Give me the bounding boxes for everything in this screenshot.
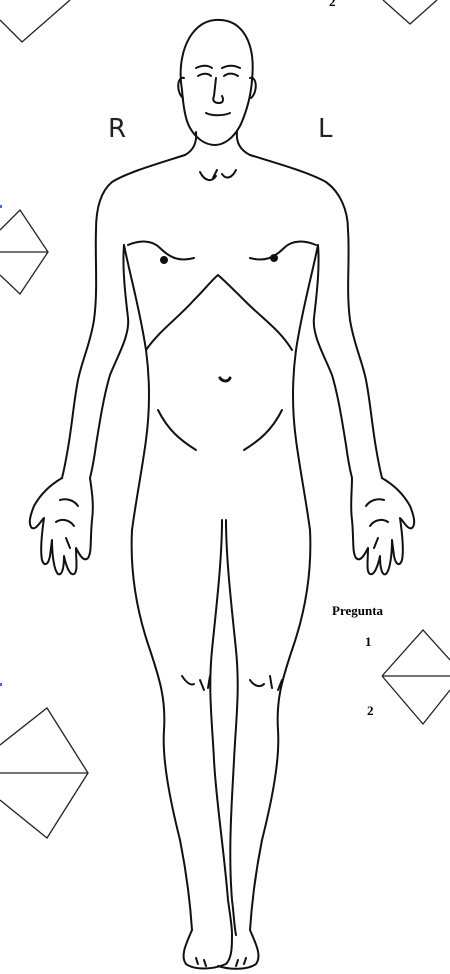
right-shoulder [96,155,185,230]
right-side-label: R [108,114,126,144]
right-nipple [161,257,167,263]
nose [213,78,223,103]
blue-marker-top [0,205,2,208]
navel [220,378,230,381]
diamond-top-right [383,0,437,24]
head-outline [181,20,253,145]
right-leg-outer [132,530,192,930]
right-eye [198,74,211,76]
left-foot [218,930,258,969]
left-knee-marks [250,676,282,690]
left-arm-outer [348,230,382,478]
right-hand [30,478,93,574]
torso-left-side [293,245,318,530]
left-leg-inner [226,520,238,935]
toes [196,958,246,966]
left-eye [224,74,238,76]
blue-marker-bottom [0,683,2,686]
left-nipple [271,255,277,261]
right-hip-line [158,410,196,450]
right-foot [184,930,232,969]
torso-right-side [124,245,149,530]
left-palm-lines [366,499,388,548]
left-pec [250,242,316,260]
left-side-label: L [318,114,333,144]
left-hip-line [244,410,282,450]
collarbone-mark [200,170,236,180]
question-number-1: 1 [365,634,372,650]
question-number-2: 2 [367,703,374,719]
mouth [206,113,230,115]
right-knee-marks [182,676,210,690]
diamond-right [382,630,450,724]
right-pec [128,242,194,260]
right-brow [196,66,212,68]
left-arm-inner [314,245,352,478]
left-leg-outer [250,530,310,930]
neck-left [237,132,250,155]
left-brow [222,66,240,68]
left-hand [351,478,414,574]
top-partial-number: 2 [329,0,336,10]
right-arm-outer [62,230,96,478]
right-palm-lines [56,499,78,548]
question-title: Pregunta [332,603,383,619]
ribcage-line [146,275,292,350]
left-shoulder [250,155,348,230]
diamond-top-left [0,0,70,42]
